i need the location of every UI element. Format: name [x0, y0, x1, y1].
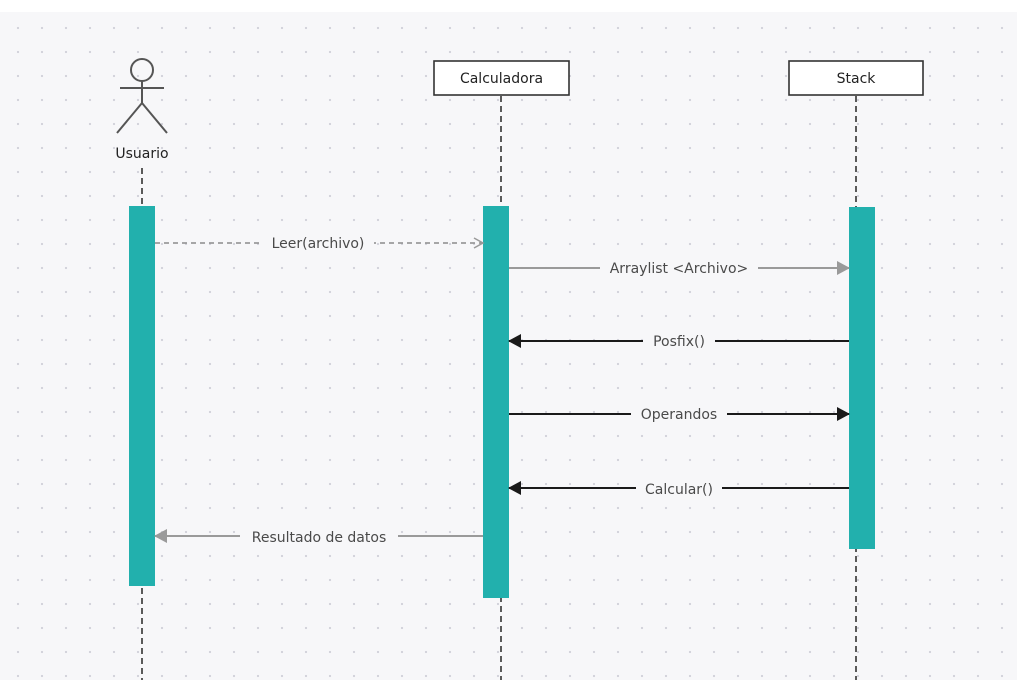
message-leer-archivo[interactable]: Leer(archivo)	[155, 233, 485, 253]
stack-activation-bar[interactable]	[849, 207, 875, 549]
participant-calculadora[interactable]: Calculadora	[433, 60, 570, 96]
calculadora-activation-bar[interactable]	[483, 206, 509, 598]
message-leer-archivo-label: Leer(archivo)	[272, 236, 365, 252]
participant-stack-label: Stack	[837, 71, 877, 87]
message-resultado-de-datos[interactable]: Resultado de datos	[154, 526, 483, 546]
actor-usuario-label: Usuario	[115, 146, 168, 162]
message-operandos-label: Operandos	[641, 407, 717, 423]
message-operandos[interactable]: Operandos	[509, 404, 850, 424]
participant-stack[interactable]: Stack	[788, 60, 924, 96]
actor-usuario-icon[interactable]	[116, 58, 168, 134]
message-posfix-label: Posfix()	[653, 334, 705, 350]
usuario-activation-bar[interactable]	[129, 206, 155, 586]
message-calcular-label: Calcular()	[645, 482, 713, 498]
message-posfix[interactable]: Posfix()	[508, 331, 849, 351]
message-arraylist-archivo-label: Arraylist <Archivo>	[610, 261, 749, 277]
message-arraylist-archivo[interactable]: Arraylist <Archivo>	[509, 258, 850, 278]
message-calcular[interactable]: Calcular()	[508, 478, 849, 498]
message-resultado-de-datos-label: Resultado de datos	[252, 530, 387, 546]
participant-calculadora-label: Calculadora	[460, 71, 543, 87]
